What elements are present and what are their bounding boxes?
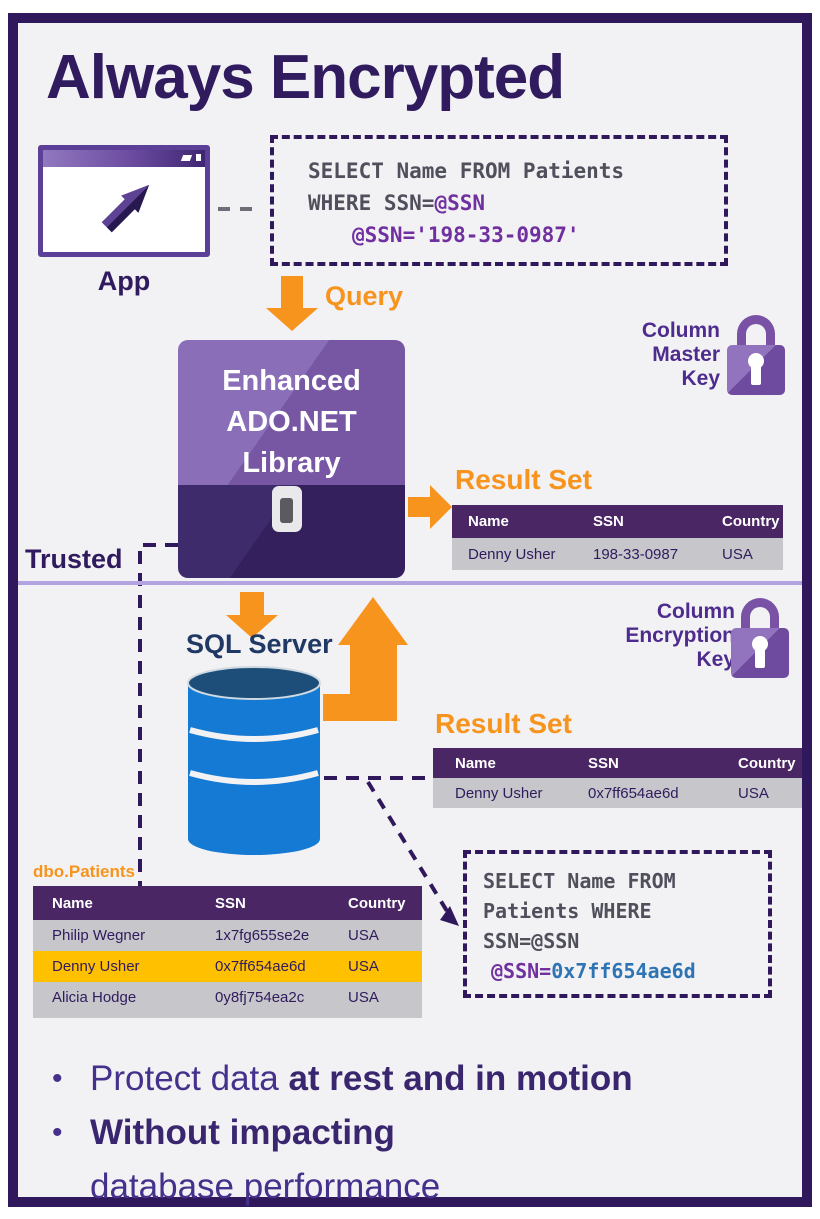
bullet-item: • Without impacting: [52, 1106, 772, 1160]
column-header: Name: [52, 894, 93, 912]
table-cell: 1x7fg655se2e: [215, 927, 310, 944]
table-cell: USA: [348, 989, 379, 1006]
result-set-bottom-title: Result Set: [435, 708, 572, 739]
plaintext-query-box: SELECT Name FROM Patients WHERE SSN=@SSN…: [270, 135, 728, 266]
column-encryption-key-lock-icon: [731, 598, 789, 678]
column-header: Name: [455, 754, 496, 772]
query-label: Query: [325, 281, 404, 311]
adonet-library-label: Enhanced ADO.NET Library: [178, 340, 405, 485]
table-row-highlighted: Denny Usher 0x7ff654ae6d USA: [33, 951, 422, 982]
table-row: Denny Usher 0x7ff654ae6d USA: [433, 778, 802, 808]
column-header: Country: [738, 754, 796, 772]
keyhole-stem: [751, 364, 761, 385]
trust-boundary-divider: [18, 581, 802, 585]
encrypted-query-box: SELECT Name FROM Patients WHERE SSN=@SSN…: [463, 850, 772, 998]
table-cell: Denny Usher: [52, 958, 140, 975]
column-master-key-lock-icon: [727, 315, 785, 395]
table-header-row: Name SSN Country: [452, 505, 783, 538]
table-cell: Denny Usher: [455, 784, 543, 802]
result-set-top-title: Result Set: [455, 464, 592, 495]
table-row: Denny Usher 198-33-0987 USA: [452, 538, 783, 570]
table-cell: 0y8fj754ea2c: [215, 989, 305, 1006]
sql-line: Patients WHERE: [483, 899, 652, 923]
sql-line: SELECT Name FROM: [483, 869, 676, 893]
table-header-row: Name SSN Country: [433, 748, 802, 778]
table-cell: USA: [722, 545, 753, 563]
keyhole-stem: [755, 647, 765, 668]
column-master-key-label: Column Master Key: [641, 319, 720, 390]
table-cell: USA: [348, 927, 379, 944]
app-window-icon: [38, 145, 210, 257]
table-cell: 0x7ff654ae6d: [215, 958, 306, 975]
table-header-row: Name SSN Country: [33, 886, 422, 920]
sql-param-line: @SSN='198-33-0987': [352, 223, 580, 247]
sql-line: WHERE SSN=@SSN: [308, 191, 486, 215]
patients-table: Name SSN Country Philip Wegner 1x7fg655s…: [33, 886, 422, 1018]
lock-body: [727, 345, 785, 395]
table-cell: 0x7ff654ae6d: [588, 784, 679, 802]
page-title: Always Encrypted: [46, 43, 565, 112]
bullet-text: Without impacting: [90, 1113, 395, 1152]
bullet-continuation: database performance: [90, 1167, 441, 1206]
trusted-label: Trusted: [25, 544, 123, 574]
lock-shackle: [741, 598, 779, 631]
table-row: Alicia Hodge 0y8fj754ea2c USA: [33, 982, 422, 1013]
lock-shackle: [737, 315, 775, 348]
app-launch-arrow-icon: [101, 184, 150, 233]
lock-body: [731, 628, 789, 678]
column-header: Name: [468, 513, 509, 530]
key-slot-icon: [272, 486, 302, 532]
bullet-text: Protect data at rest and in motion: [90, 1059, 633, 1098]
sql-line: SSN=@SSN: [483, 929, 580, 953]
table-row: Philip Wegner 1x7fg655se2e USA: [33, 920, 422, 951]
table-cell: Philip Wegner: [52, 927, 146, 944]
table-cell: USA: [348, 958, 379, 975]
table-footer-strip: [33, 1013, 422, 1018]
sql-server-label: SQL Server: [186, 629, 333, 659]
column-header: SSN: [593, 513, 624, 530]
column-header: Country: [722, 513, 780, 530]
column-header: SSN: [215, 894, 246, 912]
window-control-icon: [180, 155, 193, 161]
app-label: App: [97, 266, 151, 296]
bullet-icon: •: [52, 1116, 63, 1149]
adonet-library-box: Enhanced ADO.NET Library: [178, 340, 405, 578]
window-control-icon: [196, 154, 201, 161]
sql-param-line: @SSN=0x7ff654ae6d: [491, 959, 696, 983]
bullet-item: • Protect data at rest and in motion: [52, 1052, 772, 1106]
column-header: Country: [348, 894, 406, 912]
table-cell: 198-33-0987: [593, 545, 679, 563]
result-set-bottom-table: Name SSN Country Denny Usher 0x7ff654ae6…: [433, 748, 802, 808]
key-slot-inner: [280, 498, 293, 523]
column-encryption-key-label: Column Encryption Key: [625, 600, 735, 671]
table-cell: Denny Usher: [468, 545, 556, 563]
summary-bullets: • Protect data at rest and in motion • W…: [52, 1052, 772, 1214]
patients-table-title: dbo.Patients: [33, 862, 136, 881]
sql-line: SELECT Name FROM Patients: [308, 159, 625, 183]
app-window-titlebar: [43, 150, 205, 167]
column-header: SSN: [588, 754, 619, 772]
bullet-icon: •: [52, 1062, 63, 1095]
table-cell: USA: [738, 784, 769, 802]
result-set-top-table: Name SSN Country Denny Usher 198-33-0987…: [452, 505, 783, 570]
table-cell: Alicia Hodge: [52, 989, 137, 1006]
